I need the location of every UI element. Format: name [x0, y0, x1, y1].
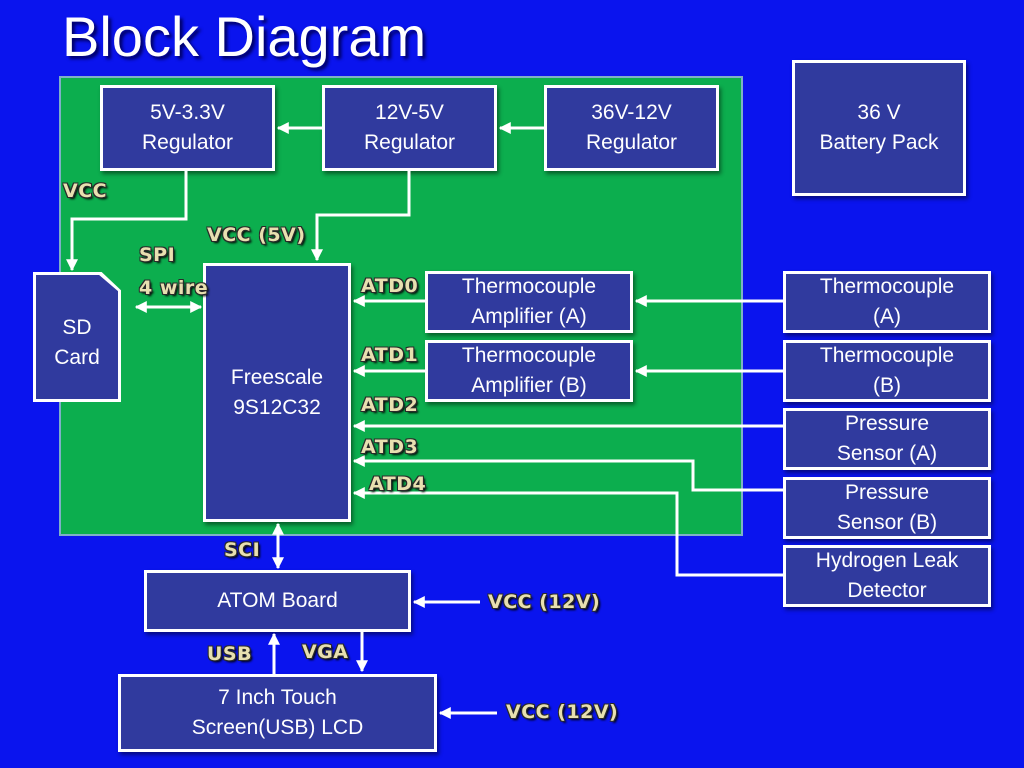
regulator-5v-3v3-block: 5V-3.3V Regulator — [100, 85, 275, 171]
battery-pack-block: 36 V Battery Pack — [792, 60, 966, 196]
atd1-label: ATD1 — [361, 344, 419, 366]
sci-label: SCI — [224, 539, 261, 561]
thermocouple-amplifier-a-block: Thermocouple Amplifier (A) — [425, 271, 633, 333]
wire-atd3 — [352, 455, 783, 492]
sd-card-label: SD Card — [36, 275, 118, 399]
atd4-label: ATD4 — [369, 473, 427, 495]
wire-vcc-to-sd — [66, 171, 188, 272]
regulator-5v-3v3-label: 5V-3.3V Regulator — [141, 101, 234, 154]
pressure-sensor-b-label: Pressure Sensor (B) — [836, 481, 938, 534]
vga-label: VGA — [302, 641, 349, 663]
atd2-label: ATD2 — [361, 394, 419, 416]
thermocouple-amplifier-b-label: Thermocouple Amplifier (B) — [461, 344, 597, 397]
vcc-12v-atom-label: VCC (12V) — [488, 591, 601, 613]
pressure-sensor-b-block: Pressure Sensor (B) — [783, 477, 991, 539]
battery-pack-label: 36 V Battery Pack — [819, 101, 939, 154]
regulator-36v-12v-label: 36V-12V Regulator — [585, 101, 678, 154]
atd0-label: ATD0 — [361, 275, 419, 297]
wire-vcc5v-to-mcu — [311, 171, 411, 262]
four-wire-label: 4 wire — [139, 277, 209, 299]
wire-atd4 — [352, 487, 783, 577]
touch-screen-lcd-label: 7 Inch Touch Screen(USB) LCD — [191, 686, 364, 739]
freescale-mcu-block: Freescale 9S12C32 — [203, 263, 351, 522]
thermocouple-b-label: Thermocouple (B) — [819, 344, 955, 397]
usb-label: USB — [207, 643, 253, 665]
spi-label: SPI — [139, 244, 176, 266]
page-title: Block Diagram — [62, 5, 427, 68]
touch-screen-lcd-block: 7 Inch Touch Screen(USB) LCD — [118, 674, 437, 752]
atd3-label: ATD3 — [361, 436, 419, 458]
hydrogen-leak-detector-label: Hydrogen Leak Detector — [815, 549, 959, 602]
thermocouple-a-block: Thermocouple (A) — [783, 271, 991, 333]
thermocouple-b-block: Thermocouple (B) — [783, 340, 991, 402]
pressure-sensor-a-block: Pressure Sensor (A) — [783, 408, 991, 470]
vcc-12v-lcd-label: VCC (12V) — [506, 701, 619, 723]
atom-board-block: ATOM Board — [144, 570, 411, 632]
sd-card-block: SD Card — [33, 272, 121, 402]
thermocouple-amplifier-b-block: Thermocouple Amplifier (B) — [425, 340, 633, 402]
hydrogen-leak-detector-block: Hydrogen Leak Detector — [783, 545, 991, 607]
vcc-5v-label: VCC (5V) — [207, 224, 306, 246]
vcc-label: VCC — [63, 180, 108, 202]
regulator-12v-5v-block: 12V-5V Regulator — [322, 85, 497, 171]
regulator-36v-12v-block: 36V-12V Regulator — [544, 85, 719, 171]
thermocouple-a-label: Thermocouple (A) — [819, 275, 955, 328]
thermocouple-amplifier-a-label: Thermocouple Amplifier (A) — [461, 275, 597, 328]
atom-board-label: ATOM Board — [217, 589, 338, 612]
regulator-12v-5v-label: 12V-5V Regulator — [363, 101, 456, 154]
freescale-mcu-label: Freescale 9S12C32 — [230, 365, 324, 419]
pressure-sensor-a-label: Pressure Sensor (A) — [836, 412, 938, 465]
